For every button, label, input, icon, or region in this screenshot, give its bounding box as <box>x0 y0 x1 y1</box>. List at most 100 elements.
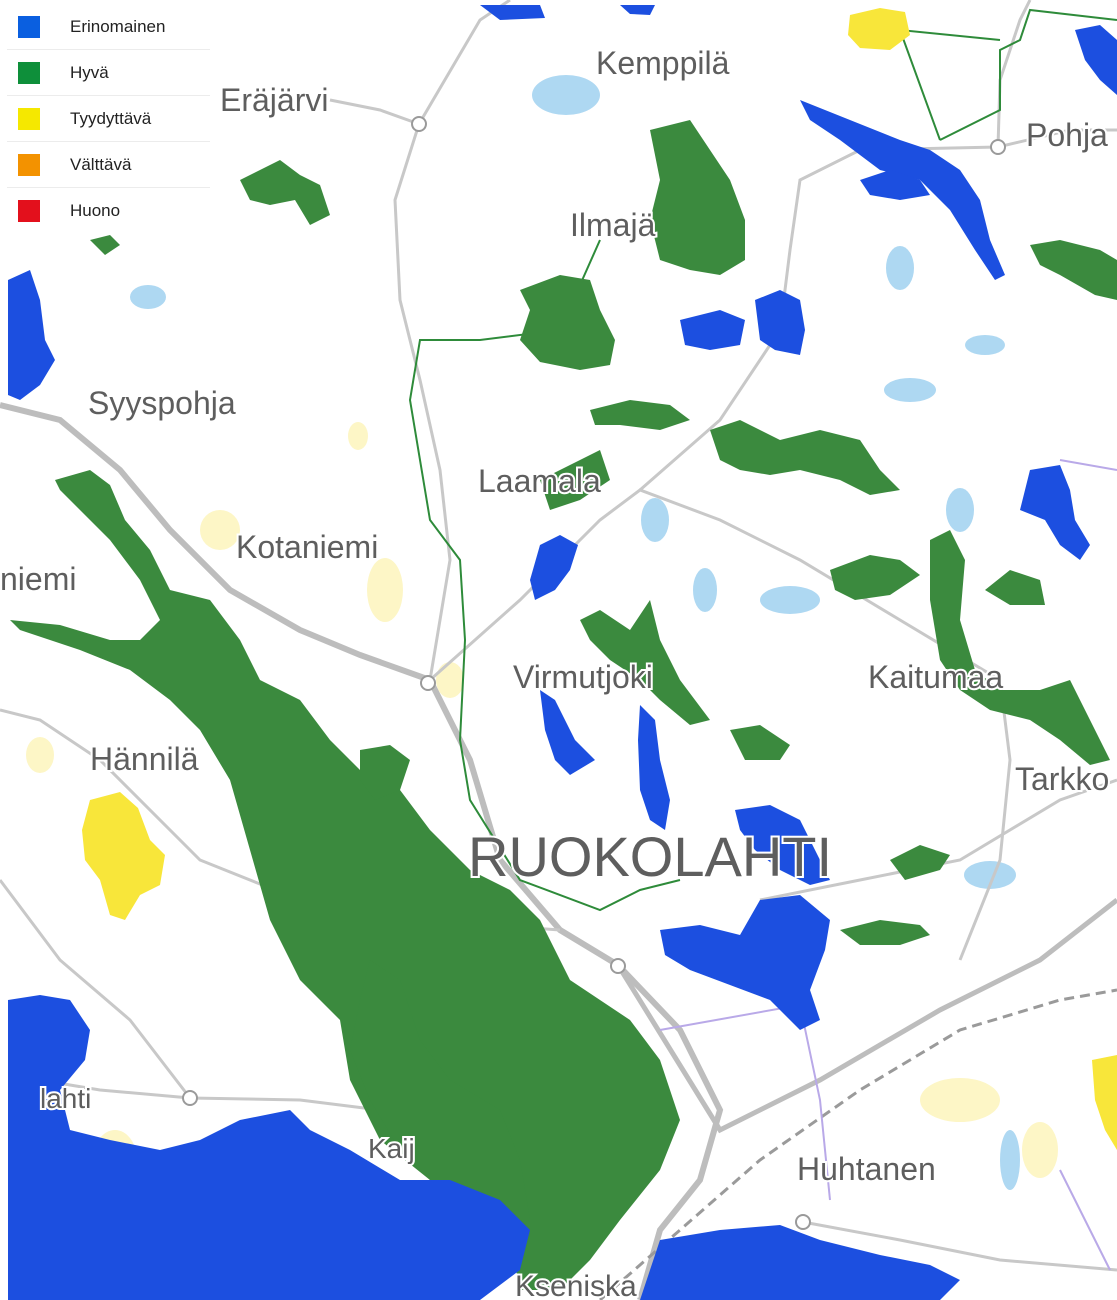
main-road <box>427 678 724 1300</box>
water-body-excellent <box>8 270 55 400</box>
junction-marker <box>795 1214 811 1230</box>
water-body-good <box>350 960 530 1230</box>
place-label: Pohja <box>1026 117 1108 153</box>
water-body-good <box>650 120 745 275</box>
water-body-excellent <box>735 805 830 885</box>
junctions <box>182 116 1006 1230</box>
main-road <box>615 898 1117 1134</box>
field-area <box>200 510 240 550</box>
water-body-excellent <box>680 310 745 350</box>
lake-base <box>532 75 600 115</box>
legend-swatch <box>18 107 40 130</box>
legend-label: Erinomainen <box>70 16 166 36</box>
power-line <box>1059 1169 1111 1271</box>
road <box>639 128 1117 492</box>
water-body-excellent <box>620 5 655 15</box>
lake-base <box>965 335 1005 355</box>
power-line <box>1059 459 1117 471</box>
junction-marker <box>182 1090 198 1106</box>
lake-base <box>946 488 974 532</box>
water-body-good <box>830 555 920 600</box>
road <box>0 879 192 1099</box>
water-body-good <box>360 745 410 800</box>
water-body-excellent <box>8 995 530 1300</box>
water-body-good <box>730 725 790 760</box>
water-body-excellent <box>1075 25 1117 95</box>
place-label: Tarkko <box>1015 761 1109 797</box>
field-area <box>436 662 464 698</box>
place-label: Laamala <box>478 463 601 499</box>
water-body-excellent <box>660 895 830 1030</box>
field-area <box>367 558 403 622</box>
field-area <box>26 737 54 773</box>
legend-item-valttava: Välttävä <box>7 142 210 188</box>
power-lines <box>659 459 1117 1271</box>
junction-marker <box>610 958 626 974</box>
place-label: Kotaniemi <box>236 529 378 565</box>
water-body-satisfactory <box>1092 1055 1117 1150</box>
lake-base <box>760 586 820 614</box>
legend-swatch <box>18 15 40 38</box>
legend-label: Välttävä <box>70 154 132 174</box>
place-label: Kemppilä <box>596 45 730 81</box>
lake-base <box>641 498 669 542</box>
legend-swatch <box>18 153 40 176</box>
legend-swatch <box>18 200 40 222</box>
water-excellent <box>8 5 1117 1300</box>
legend-item-hyva: Hyvä <box>7 50 210 96</box>
junction-marker <box>420 675 436 691</box>
lake-base <box>884 378 936 402</box>
place-label: Hännilä <box>90 741 199 777</box>
lake-base <box>693 568 717 612</box>
power-line <box>659 1003 831 1201</box>
water-body-good <box>540 450 610 510</box>
legend-label: Huono <box>70 201 121 220</box>
legend-label: Tyydyttävä <box>70 108 152 128</box>
road <box>996 0 1032 148</box>
place-label: Eräjärvi <box>220 82 328 118</box>
water-good <box>10 120 1117 1290</box>
water-body-good <box>1030 240 1117 300</box>
road <box>958 679 1012 961</box>
place-label: Ilmajä <box>570 207 656 243</box>
legend: Erinomainen Hyvä Tyydyttävä Välttävä Huo… <box>7 4 210 234</box>
legend-item-erinomainen: Erinomainen <box>7 4 210 50</box>
junction-marker <box>990 139 1006 155</box>
water-body-satisfactory <box>848 8 910 50</box>
place-label: Syyspohja <box>88 385 236 421</box>
field-area <box>920 1078 1000 1122</box>
water-body-good <box>240 160 330 225</box>
water-body-good <box>520 275 615 370</box>
junction-marker <box>411 116 427 132</box>
place-labels: Kemppilä Eräjärvi Pohja Ilmajä Syyspohja… <box>0 43 1111 1300</box>
legend-item-huono: Huono <box>7 188 210 234</box>
lake-base <box>1000 1130 1020 1190</box>
place-label: lahti <box>40 1083 91 1114</box>
water-body-excellent <box>480 5 545 20</box>
place-label: Kseniska <box>515 1270 637 1300</box>
water-body-good <box>890 845 950 880</box>
water-body-good <box>90 235 120 255</box>
field-area <box>1022 1122 1058 1178</box>
water-body-good <box>590 400 690 430</box>
water-body-excellent <box>640 1225 960 1300</box>
road <box>802 1220 1117 1272</box>
water-body-excellent <box>540 690 595 775</box>
lake-base <box>130 285 166 309</box>
water-body-excellent <box>530 535 578 600</box>
municipality-label: RUOKOLAHTI <box>468 825 832 888</box>
legend-swatch <box>18 61 40 84</box>
water-body-excellent <box>800 100 1005 280</box>
water-body-excellent <box>638 705 670 830</box>
water-body-excellent <box>755 290 805 355</box>
lake-base <box>964 861 1016 889</box>
water-body-excellent <box>1020 465 1090 560</box>
water-body-good <box>580 600 710 725</box>
water-body-satisfactory <box>82 792 165 920</box>
place-label: Kaij <box>368 1133 415 1164</box>
water-body-excellent <box>860 170 930 200</box>
place-label: Kaitumaa <box>868 659 1003 695</box>
lake-base <box>886 246 914 290</box>
place-label: Virmutjoki <box>513 659 653 695</box>
